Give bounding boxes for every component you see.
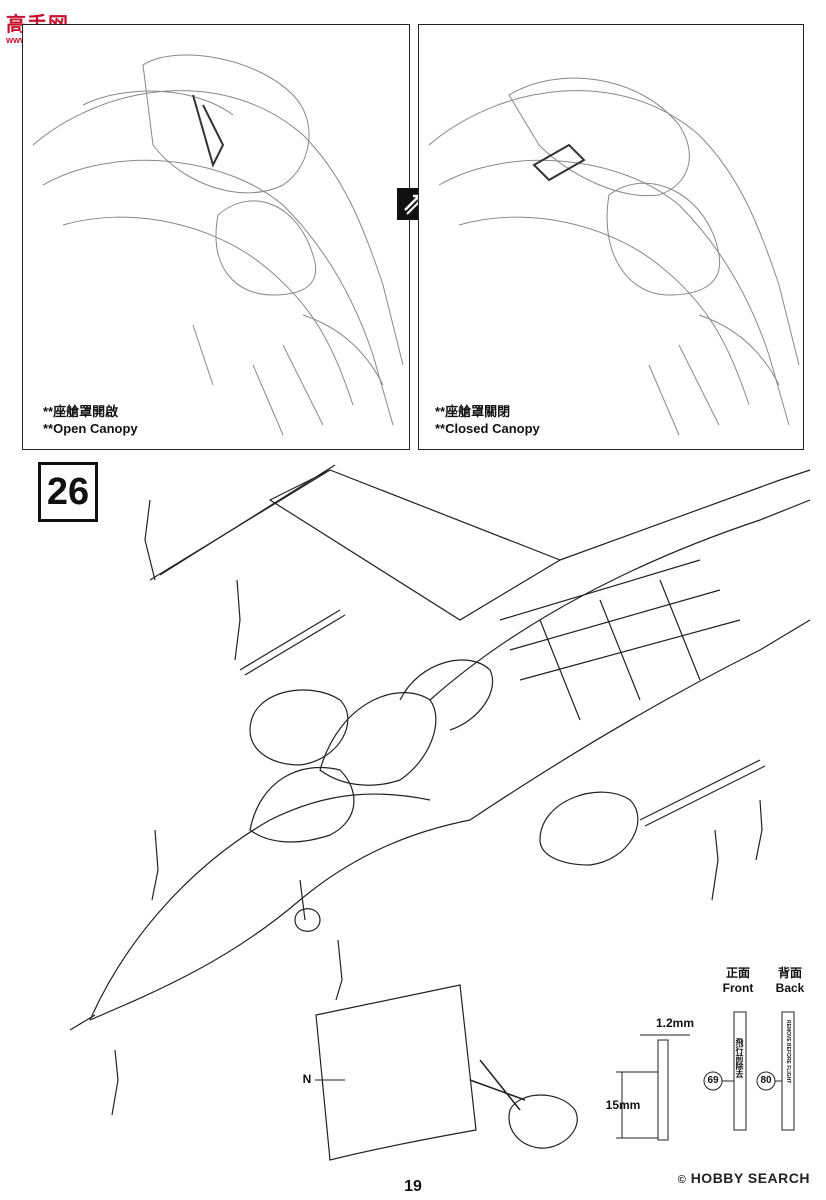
source-watermark: © HOBBY SEARCH — [678, 1170, 810, 1186]
page-number: 19 — [404, 1178, 422, 1195]
open-canopy-caption-cn: **座艙罩開啟 — [43, 404, 119, 419]
front-label: 正面 Front — [718, 964, 758, 995]
width-dimension: 1.2mm — [655, 1016, 695, 1030]
copyright-icon: © — [677, 1174, 687, 1186]
height-dimension: 15mm — [605, 1098, 641, 1112]
closed-canopy-drawing — [428, 77, 800, 436]
back-label-en: Back — [775, 981, 805, 995]
source-name: HOBBY SEARCH — [690, 1170, 810, 1186]
front-part-number: 69 — [707, 1075, 719, 1086]
open-canopy-panel: **座艙罩開啟 **Open Canopy — [22, 24, 410, 450]
front-label-en: Front — [722, 981, 754, 995]
open-canopy-drawing — [32, 54, 404, 436]
step-number: 26 — [38, 462, 98, 522]
front-label-cn: 正面 — [725, 966, 750, 980]
closed-canopy-caption-cn: **座艙罩關閉 — [435, 404, 511, 419]
front-strip-text: 飛行前除去 — [735, 1038, 744, 1078]
closed-canopy-caption: **座艙罩關閉 **Closed Canopy — [435, 403, 540, 437]
open-canopy-caption-en: **Open Canopy — [43, 421, 138, 436]
back-label-cn: 背面 — [777, 966, 802, 980]
paper-label: N — [302, 1072, 312, 1086]
open-canopy-caption: **座艙罩開啟 **Open Canopy — [43, 403, 138, 437]
back-label: 背面 Back — [770, 964, 810, 995]
closed-canopy-caption-en: **Closed Canopy — [435, 421, 540, 436]
back-part-number: 80 — [760, 1075, 772, 1086]
back-strip-text: REMOVE BEFORE FLIGHT — [785, 1020, 791, 1084]
closed-canopy-panel: **座艙罩關閉 **Closed Canopy — [418, 24, 804, 450]
